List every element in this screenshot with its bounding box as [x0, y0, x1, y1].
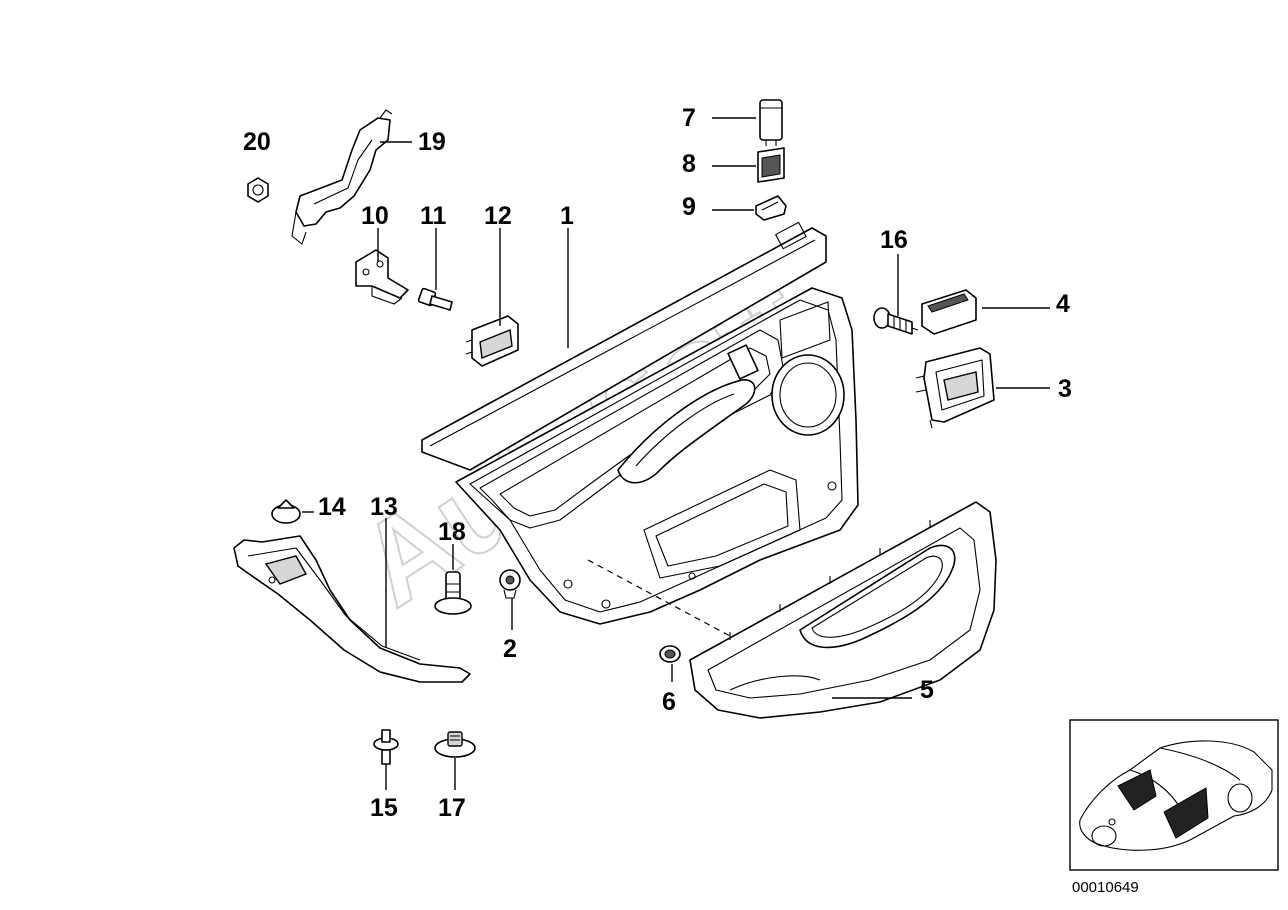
part-6-grommet — [659, 645, 681, 663]
callout-19: 19 — [418, 128, 446, 156]
callout-8: 8 — [682, 150, 696, 178]
part-20-nut — [247, 177, 269, 203]
vehicle-location-inset — [1069, 719, 1279, 871]
callout-12: 12 — [484, 202, 512, 230]
callout-1: 1 — [560, 202, 574, 230]
callout-13: 13 — [370, 493, 398, 521]
callout-9: 9 — [682, 193, 696, 221]
callout-7: 7 — [682, 104, 696, 132]
callout-11: 11 — [420, 202, 447, 230]
part-15-push-pin — [373, 729, 399, 765]
callout-14: 14 — [318, 493, 346, 521]
part-9-clip — [755, 195, 787, 221]
callout-17: 17 — [438, 794, 466, 822]
callout-5: 5 — [920, 676, 934, 704]
callout-6: 6 — [662, 688, 676, 716]
callout-3: 3 — [1058, 375, 1072, 403]
part-18-stud — [434, 571, 472, 615]
part-13-lower-trim — [233, 535, 471, 683]
leader-lines — [302, 117, 1050, 790]
part-14-clip — [271, 499, 301, 524]
part-11-bolt — [417, 287, 453, 311]
callout-18: 18 — [438, 518, 466, 546]
part-7-switch-cap — [759, 99, 783, 146]
part-19-cable-bracket — [291, 109, 393, 245]
callout-10: 10 — [361, 202, 389, 230]
assembly-line — [587, 559, 731, 637]
part-2-grommet — [499, 569, 521, 599]
part-4-trim-insert — [921, 289, 977, 335]
document-number: 00010649 — [1072, 879, 1139, 896]
part-17-spring-clip — [434, 731, 476, 758]
part-12-module — [465, 315, 519, 367]
part-16-screw — [873, 307, 919, 335]
callout-15: 15 — [370, 794, 398, 822]
part-1-door-trim-panel — [421, 221, 859, 625]
callout-2: 2 — [503, 635, 517, 663]
callout-20: 20 — [243, 128, 271, 156]
part-3-switch-housing — [915, 347, 995, 429]
part-10-bracket — [355, 249, 409, 305]
part-8-switch-frame — [757, 147, 785, 183]
callout-16: 16 — [880, 226, 908, 254]
callout-labels: 1 2 3 4 5 6 7 8 9 10 11 12 13 14 15 16 1… — [243, 104, 1072, 822]
callout-4: 4 — [1056, 290, 1070, 318]
part-5-map-pocket — [689, 501, 997, 719]
